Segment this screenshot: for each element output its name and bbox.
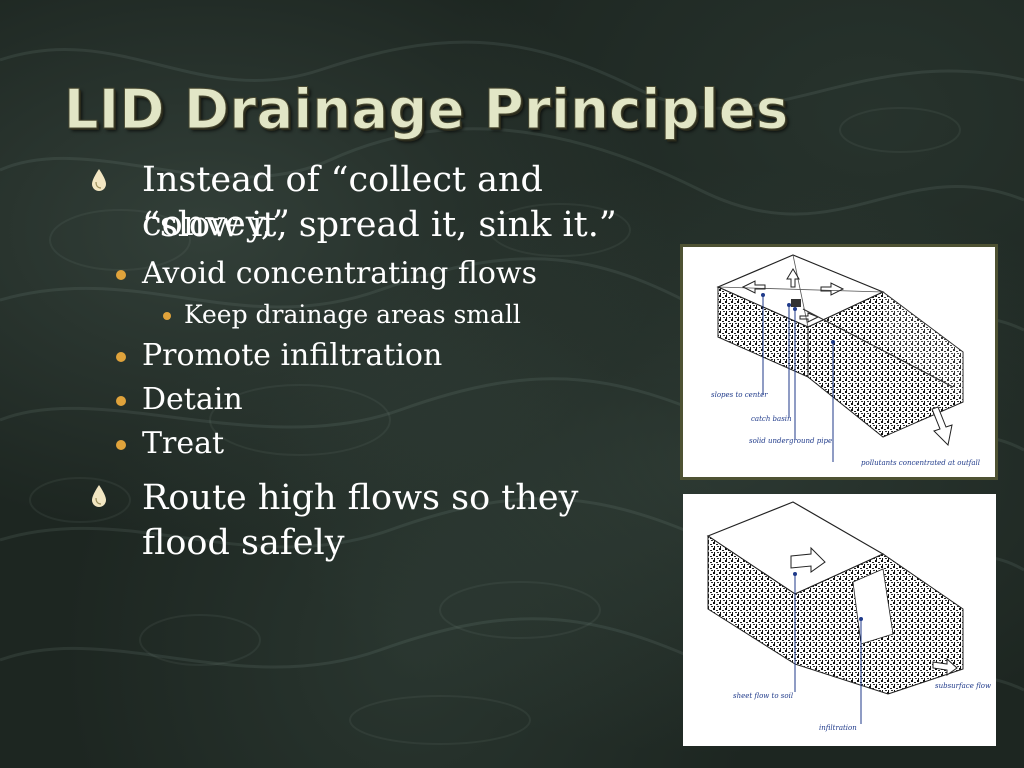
water-drop-icon [92, 485, 106, 507]
sub-bullet-detain: Detain [142, 382, 243, 417]
bullet-list: Instead of “collect and convey,” “slow i… [92, 160, 617, 563]
bullet-1-line-2: “slow it, spread it, sink it.” [142, 205, 617, 245]
dot-bullet-icon [116, 270, 126, 280]
bullet-2-line-1: Route high flows so they [142, 478, 579, 518]
sub-sub-bullet-keep: Keep drainage areas small [184, 300, 521, 329]
dot-bullet-icon [116, 396, 126, 406]
dot-bullet-icon [116, 440, 126, 450]
label-sheet-flow: sheet flow to soil [733, 692, 793, 700]
sub-bullet-avoid: Avoid concentrating flows [142, 256, 537, 291]
lid-drainage-diagram: sheet flow to soil subsurface flow infil… [683, 494, 996, 746]
label-pollutants: pollutants concentrated at outfall [861, 459, 980, 467]
label-catch-basin: catch basin [751, 415, 792, 423]
dot-bullet-icon [163, 312, 171, 320]
label-infiltration: infiltration [819, 724, 857, 732]
dot-bullet-icon [116, 352, 126, 362]
label-subsurface-flow: subsurface flow [935, 682, 991, 690]
slide-title: LID Drainage Principles [64, 78, 789, 142]
bullet-1-line-1: Instead of “collect and convey,” [142, 160, 543, 244]
label-slopes: slopes to center [711, 391, 768, 399]
sub-bullet-treat: Treat [142, 426, 225, 461]
sub-bullet-promote: Promote infiltration [142, 338, 443, 373]
bullet-2-line-2: flood safely [142, 523, 345, 563]
label-pipe: solid underground pipe [749, 437, 832, 445]
water-drop-icon [92, 169, 106, 191]
conventional-drainage-diagram: slopes to center catch basin solid under… [680, 244, 998, 480]
